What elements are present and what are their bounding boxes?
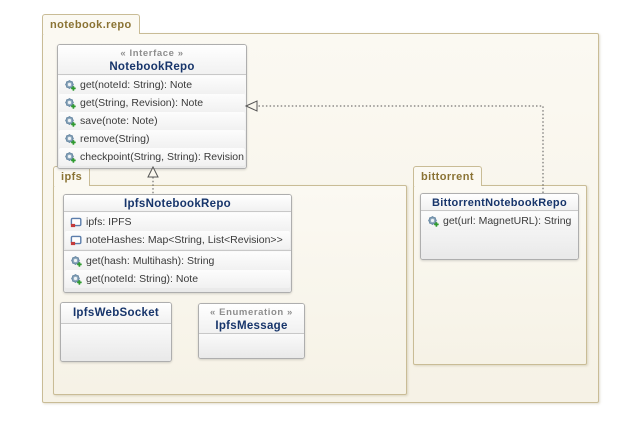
method-row: checkpoint(String, String): Revision (59, 148, 245, 166)
fields-compartment: ipfs: IPFS noteHashes: Map<String, List<… (64, 211, 291, 250)
method-icon (427, 215, 439, 227)
method-label: remove(String) (80, 133, 150, 145)
methods-compartment: get(hash: Multihash): String get(noteId:… (64, 250, 291, 292)
stereotype-enumeration: « Enumeration » (210, 307, 293, 318)
package-label-notebook-repo: notebook.repo (50, 18, 132, 31)
method-row: get(url: MagnetURL): String (422, 212, 577, 230)
field-row: ipfs: IPFS (65, 213, 290, 231)
class-notebook-repo[interactable]: « Interface » NotebookRepo get(noteId: S… (57, 44, 247, 169)
method-row: get(noteId: String): Note (65, 270, 290, 288)
field-label: noteHashes: Map<String, List<Revision>> (86, 234, 283, 246)
method-label: get(String, Revision): Note (80, 97, 204, 109)
class-title-notebook-repo: « Interface » NotebookRepo (58, 45, 246, 74)
method-icon (70, 273, 82, 285)
method-row: get(noteId: String): Note (59, 76, 245, 94)
class-ipfs-message[interactable]: « Enumeration » IpfsMessage (198, 303, 305, 359)
class-ipfs-notebook-repo[interactable]: IpfsNotebookRepo ipfs: IPFS noteHashes: … (63, 194, 292, 293)
class-name-bittorrent-notebook-repo: BittorrentNotebookRepo (432, 197, 567, 209)
field-icon (70, 217, 82, 228)
method-icon (64, 151, 76, 163)
method-row: get(String, Revision): Note (59, 94, 245, 112)
stereotype-interface: « Interface » (120, 48, 184, 59)
empty-compartment (199, 333, 304, 358)
class-bittorrent-notebook-repo[interactable]: BittorrentNotebookRepo get(url: MagnetUR… (420, 193, 579, 260)
class-title-ipfs-message: « Enumeration » IpfsMessage (199, 304, 304, 333)
class-ipfs-web-socket[interactable]: IpfsWebSocket (60, 302, 172, 362)
method-icon (70, 255, 82, 267)
method-icon (64, 133, 76, 145)
method-label: get(hash: Multihash): String (86, 255, 215, 267)
methods-compartment: get(url: MagnetURL): String (421, 210, 578, 259)
class-title-bittorrent-notebook-repo: BittorrentNotebookRepo (421, 194, 578, 210)
method-icon (64, 97, 76, 109)
methods-compartment: get(noteId: String): Note get(String, Re… (58, 74, 246, 168)
class-name-ipfs-notebook-repo: IpfsNotebookRepo (123, 198, 232, 210)
class-title-ipfs-web-socket: IpfsWebSocket (61, 303, 171, 323)
field-label: ipfs: IPFS (86, 216, 132, 228)
method-icon (64, 115, 76, 127)
package-label-bittorrent: bittorrent (421, 170, 474, 183)
class-title-ipfs-notebook-repo: IpfsNotebookRepo (64, 195, 291, 211)
package-tab-ipfs[interactable]: ipfs (53, 166, 91, 186)
method-label: get(url: MagnetURL): String (443, 215, 572, 227)
field-row: noteHashes: Map<String, List<Revision>> (65, 231, 290, 249)
method-label: save(note: Note) (80, 115, 158, 127)
method-row: remove(String) (59, 130, 245, 148)
method-label: get(noteId: String): Note (86, 273, 199, 285)
class-name-notebook-repo: NotebookRepo (109, 61, 195, 73)
method-label: get(noteId: String): Note (80, 79, 193, 91)
package-tab-notebook-repo[interactable]: notebook.repo (42, 14, 140, 34)
package-label-ipfs: ipfs (61, 170, 83, 183)
empty-compartment (61, 323, 171, 361)
method-label: checkpoint(String, String): Revision (80, 151, 244, 163)
method-icon (64, 79, 76, 91)
method-row: get(hash: Multihash): String (65, 252, 290, 270)
class-name-ipfs-message: IpfsMessage (215, 320, 288, 332)
class-name-ipfs-web-socket: IpfsWebSocket (72, 307, 160, 319)
method-row: save(note: Note) (59, 112, 245, 130)
field-icon (70, 235, 82, 246)
package-tab-bittorrent[interactable]: bittorrent (413, 166, 482, 186)
